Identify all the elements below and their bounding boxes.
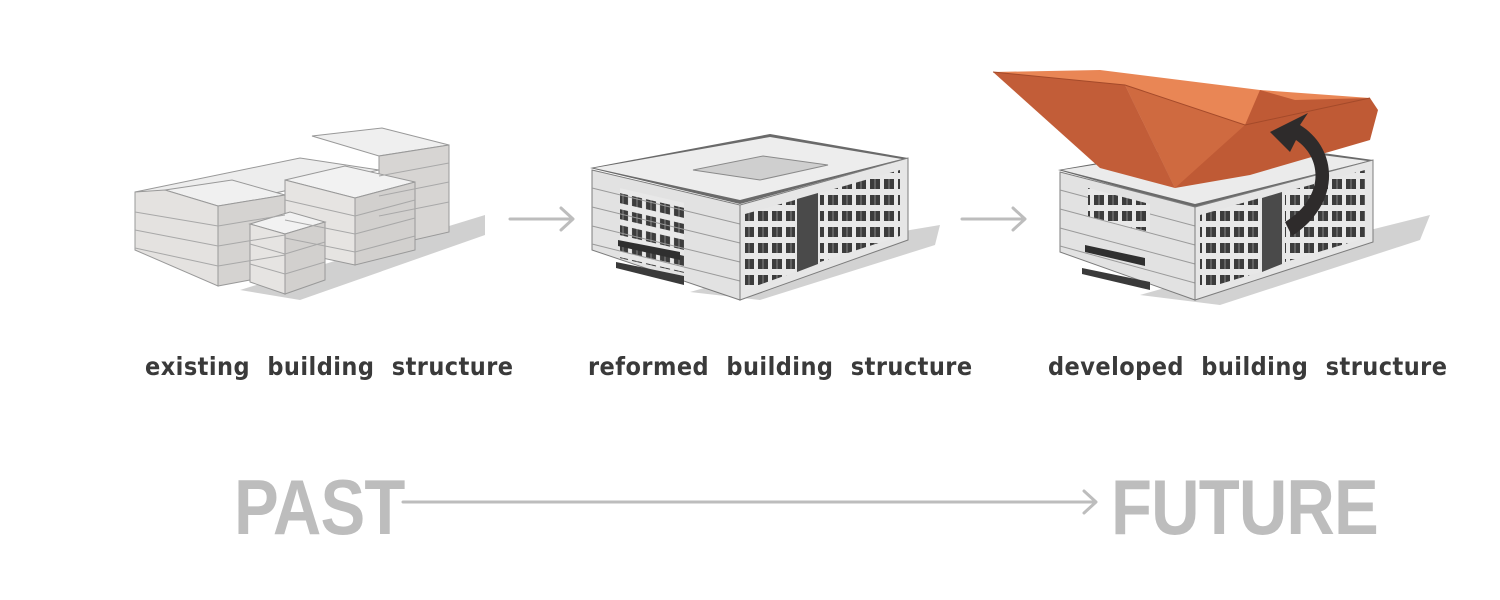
developed-structure-caption: developed building structure: [1048, 352, 1448, 381]
developed-windows: [1200, 198, 1260, 290]
new-roof: [992, 70, 1378, 188]
long-right-arrow-icon: [401, 489, 1098, 515]
timeline-end-label: FUTURE: [1111, 463, 1379, 551]
entrance-canopy: [618, 240, 680, 260]
courtyard: [692, 155, 829, 181]
reformed-building: [590, 134, 940, 301]
curved-arrow-icon: [1270, 113, 1330, 236]
reformed-windows: [745, 170, 900, 290]
reformed-structure-caption: reformed building structure: [588, 352, 973, 381]
existing-building: [134, 127, 485, 300]
stair-core: [797, 193, 818, 272]
existing-structure-caption: existing building structure: [145, 352, 514, 381]
developed-building: [992, 70, 1430, 305]
right-arrow-icon: [960, 206, 1027, 232]
right-arrow-icon: [508, 206, 575, 232]
timeline-start-label: PAST: [234, 463, 405, 551]
